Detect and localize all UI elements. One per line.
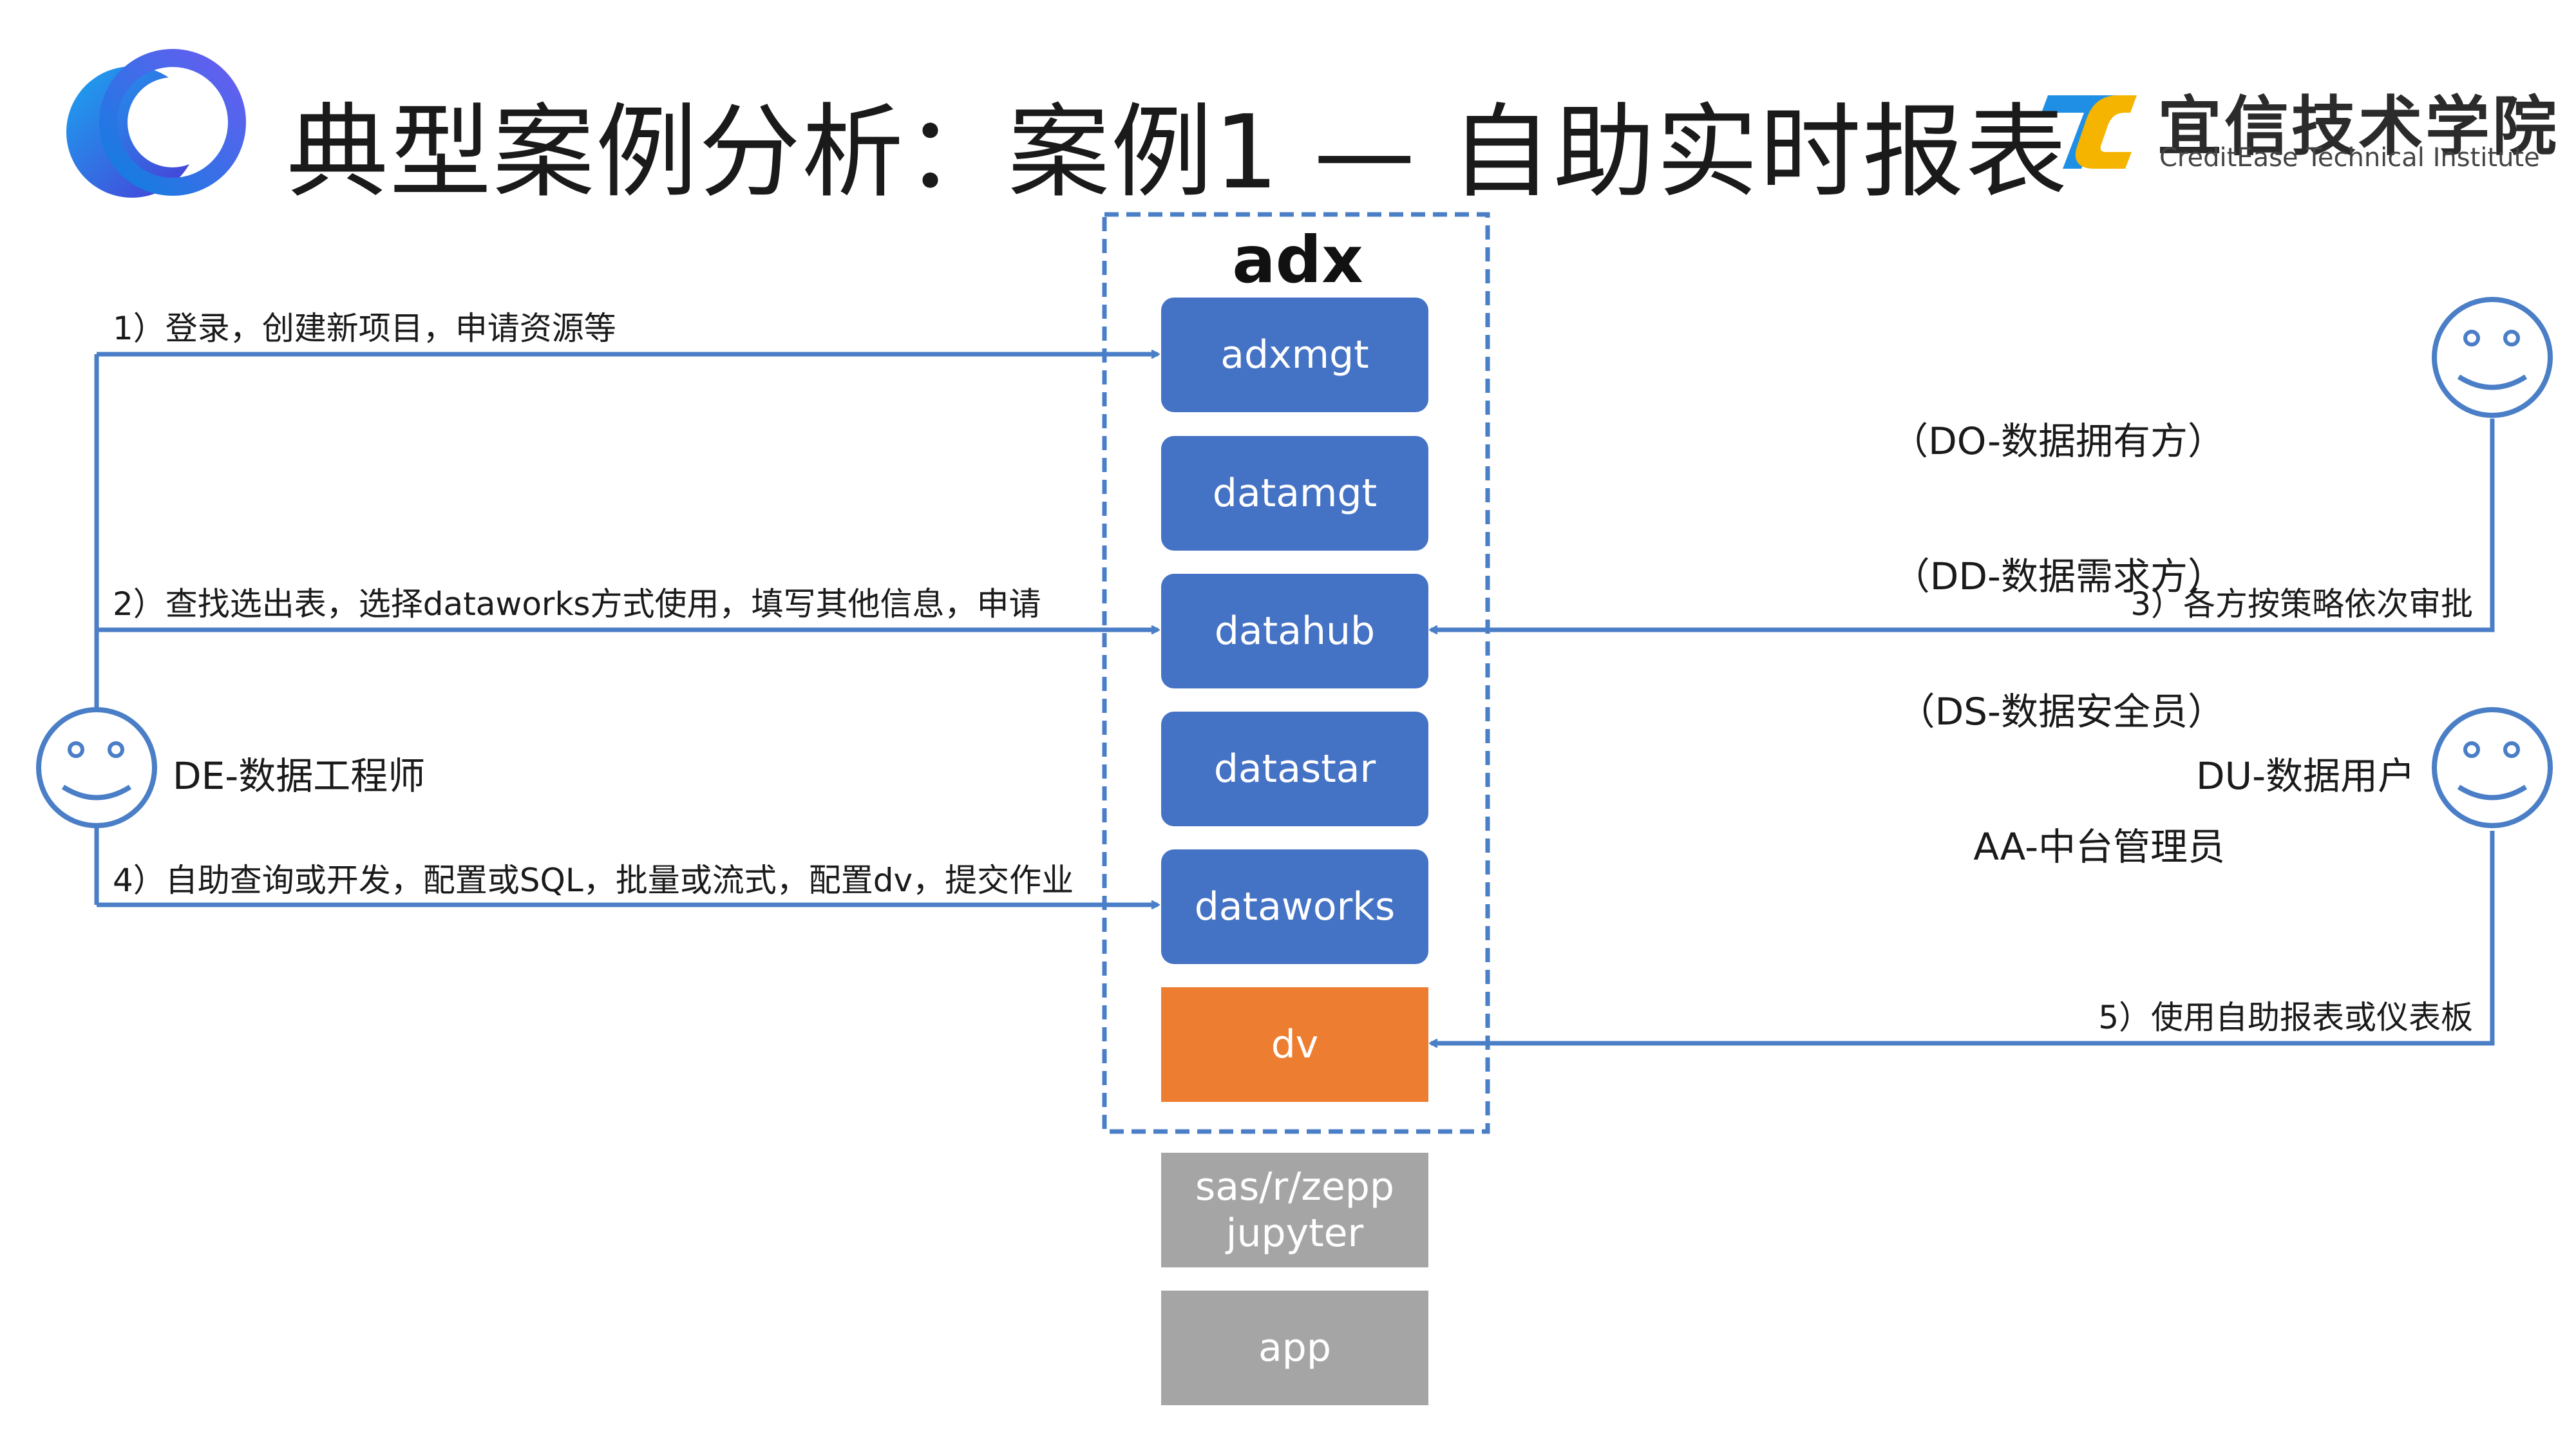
adx-frame — [1102, 212, 1490, 1134]
approver-do: （DO-数据拥有方） — [1891, 419, 2225, 463]
tools-box: sas/r/zepp jupyter — [1161, 1153, 1428, 1267]
du-smiley-icon — [2432, 707, 2553, 828]
adx-title: adx — [1232, 222, 1363, 298]
module-dataworks: dataworks — [1161, 849, 1428, 964]
header-logo-icon — [66, 49, 246, 198]
brand-tc-logo-icon — [2041, 95, 2137, 169]
step5-arrow — [1431, 831, 2495, 1043]
brand-name-en: CreditEase Technical Institute — [2159, 143, 2540, 173]
step3-label: 3）各方按策略依次审批 — [2130, 585, 2473, 623]
approvers-smiley-icon — [2432, 297, 2553, 418]
step3-arrow — [1431, 419, 2495, 630]
module-dv: dv — [1161, 987, 1428, 1102]
approver-dd: （DD-数据需求方） — [1892, 554, 2225, 598]
du-actor-label: DU-数据用户 — [2195, 754, 2415, 798]
module-datahub: datahub — [1161, 574, 1428, 688]
app-box: app — [1161, 1291, 1428, 1405]
approver-ds: （DS-数据安全员） — [1897, 690, 2225, 734]
step4-label: 4）自助查询或开发，配置或SQL，批量或流式，配置dv，提交作业 — [113, 862, 1074, 899]
brand-name-cn: 宜信技术学院 — [2157, 89, 2559, 164]
module-datamgt: datamgt — [1161, 436, 1428, 551]
page-title: 典型案例分析：案例1 — 自助实时报表 — [287, 93, 2069, 212]
module-adxmgt: adxmgt — [1161, 298, 1428, 412]
step2-label: 2）查找选出表，选择dataworks方式使用，填写其他信息，申请 — [113, 585, 1041, 623]
approver-aa: AA-中台管理员 — [1973, 825, 2225, 869]
step1-label: 1）登录，创建新项目，申请资源等 — [113, 310, 616, 347]
de-actor-label: DE-数据工程师 — [173, 754, 426, 798]
de-smiley-icon — [36, 707, 157, 828]
module-datastar: datastar — [1161, 712, 1428, 826]
step5-label: 5）使用自助报表或仪表板 — [2098, 999, 2473, 1036]
approvers-list: （DO-数据拥有方） （DD-数据需求方） （DS-数据安全员） AA-中台管理… — [1891, 328, 2225, 914]
